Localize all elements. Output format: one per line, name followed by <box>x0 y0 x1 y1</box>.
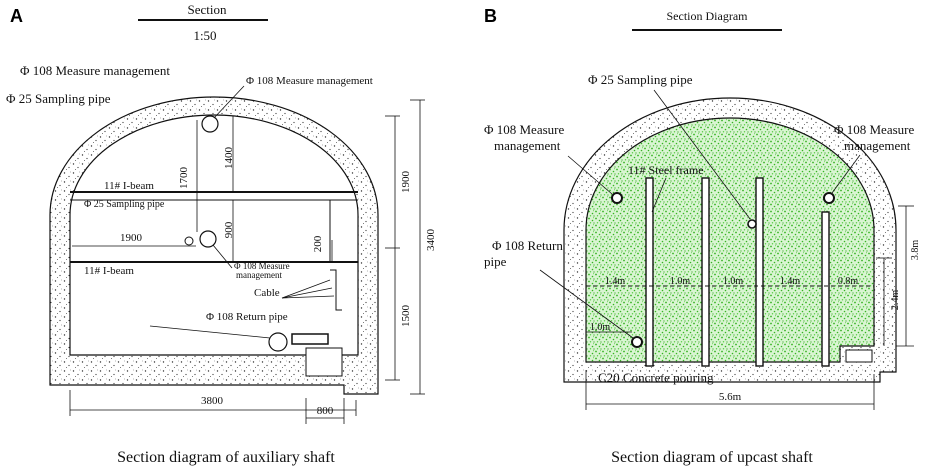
dim-total-height: 3.8m <box>910 240 921 261</box>
label-ibeam-lower: 11# I-beam <box>84 265 134 277</box>
leader-return-pipe <box>149 325 271 339</box>
section-scale: 1:50 <box>193 28 216 43</box>
cable-bracket <box>330 269 342 311</box>
label-upcast-measure-right-1: Φ 108 Measure <box>834 122 914 137</box>
upcast-measure-left <box>611 192 623 204</box>
ditch <box>305 347 343 377</box>
panel-a-letter: A <box>10 6 23 26</box>
panel-a: A Section 1:50 1700 1400 900 1900 200 <box>6 2 437 466</box>
label-upcast-measure-left-1: Φ 108 Measure <box>484 122 564 137</box>
leader-cable-1 <box>281 279 331 299</box>
caption-b: Section diagram of upcast shaft <box>611 449 813 466</box>
leader-steel-frame <box>651 177 667 213</box>
measure-pipe-top <box>201 115 219 133</box>
label-return-pipe: Φ 108 Return pipe <box>206 311 288 323</box>
leader-measure-top <box>213 85 245 119</box>
label-upcast-return-1: Φ 108 Return <box>492 238 563 253</box>
dim-inner-height: 2.4m <box>890 290 901 311</box>
width-dim: 5.6m <box>719 391 742 403</box>
upcast-return-pipe <box>631 336 643 348</box>
leader-cable-2 <box>281 287 333 299</box>
spacing-1: 1.4m <box>605 276 626 287</box>
section-title: Section <box>188 2 227 17</box>
leader-cable-3 <box>281 295 335 299</box>
dim-200: 200 <box>312 235 324 252</box>
dim-1900-h: 1900 <box>120 232 143 244</box>
label-measure-top-left: Φ 108 Measure management <box>20 63 170 78</box>
dim-3800: 3800 <box>201 395 224 407</box>
label-cable: Cable <box>254 287 280 299</box>
steel-frame-3 <box>755 177 764 367</box>
spacing-4: 1.4m <box>780 276 801 287</box>
label-upcast-return-2: pipe <box>484 254 507 269</box>
label-ibeam-upper: 11# I-beam <box>104 180 154 192</box>
dim-900: 900 <box>223 221 235 238</box>
section-diagram-title: Section Diagram <box>667 9 749 23</box>
upcast-concrete-fill <box>585 117 875 363</box>
label-measure-lower-1: Φ 108 Measure <box>234 261 290 271</box>
label-sampling-top-left: Φ 25 Sampling pipe <box>6 91 111 106</box>
return-pipe <box>268 332 288 352</box>
label-upcast-sampling: Φ 25 Sampling pipe <box>588 72 693 87</box>
label-concrete: C20 Concrete pouring <box>598 370 714 385</box>
dim-3400: 3400 <box>425 229 437 252</box>
dim-1700: 1700 <box>178 167 190 190</box>
leader-measure-lower <box>212 244 233 269</box>
panel-b: B Section Diagram 1.4m 1.0m 1.0m 1.4m 0.… <box>484 6 921 466</box>
label-sampling-inner: Φ 25 Sampling pipe <box>84 199 165 210</box>
label-upcast-measure-left-2: management <box>494 138 561 153</box>
cable-tray <box>291 333 329 345</box>
steel-frame-1 <box>645 177 654 367</box>
spacing-2: 1.0m <box>670 276 691 287</box>
dim-1400: 1400 <box>223 147 235 170</box>
spacing-6: 1.0m <box>590 322 611 333</box>
leader-upcast-sampling <box>653 89 751 220</box>
upcast-measure-right <box>823 192 835 204</box>
label-measure-lower-2: management <box>236 270 282 280</box>
sampling-pipe-inner <box>184 236 194 246</box>
dim-800: 800 <box>317 405 334 417</box>
leader-upcast-measure-left <box>567 155 613 195</box>
label-upcast-measure-right-2: management <box>844 138 911 153</box>
upcast-sampling-pipe <box>747 219 757 229</box>
leader-upcast-measure-right <box>831 154 861 194</box>
spacing-3: 1.0m <box>723 276 744 287</box>
leader-upcast-return <box>539 269 634 339</box>
label-steel-frame: 11# Steel frame <box>628 163 704 177</box>
dim-1900-v: 1900 <box>400 171 412 194</box>
steel-frame-2 <box>701 177 710 367</box>
spacing-5: 0.8m <box>838 276 859 287</box>
upcast-ditch <box>845 349 873 363</box>
dim-1500: 1500 <box>400 305 412 328</box>
caption-a: Section diagram of auxiliary shaft <box>117 449 335 466</box>
measure-pipe-mid <box>199 230 217 248</box>
panel-b-letter: B <box>484 6 497 26</box>
steel-frame-4 <box>821 211 830 367</box>
label-measure-top-inner: Φ 108 Measure management <box>246 75 373 87</box>
